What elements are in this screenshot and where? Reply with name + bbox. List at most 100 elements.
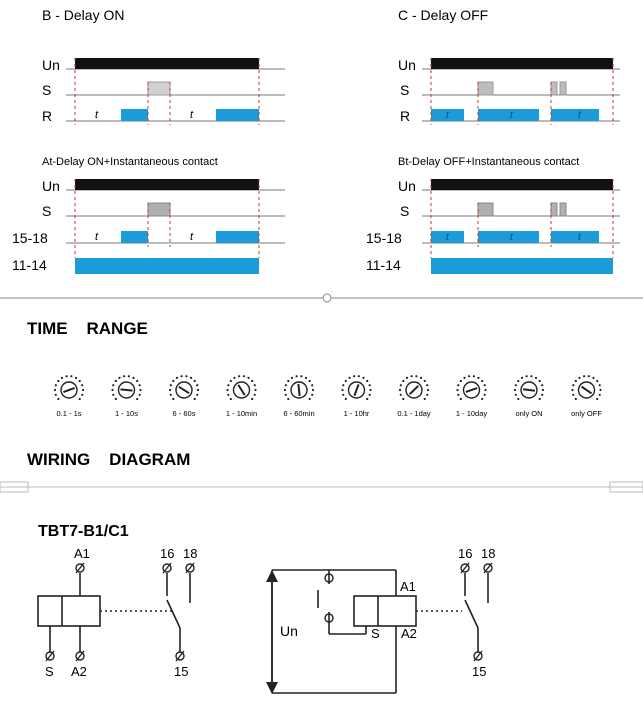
dial-tick (477, 376, 480, 379)
s-pulse (559, 81, 567, 96)
r-output (551, 109, 599, 121)
dial-tick (541, 384, 544, 387)
terminal-s: S (371, 626, 380, 641)
dial-tick (514, 384, 517, 387)
arrow-down-icon (266, 682, 278, 694)
dial-tick (81, 384, 84, 387)
dial-tick (423, 397, 426, 401)
dial-pointer (237, 384, 246, 396)
un-bar (431, 179, 613, 190)
dial-tick (196, 388, 200, 392)
dial-tick (290, 376, 294, 379)
dial-pointer (580, 385, 593, 395)
dial-tick (405, 376, 409, 379)
range-dial-label: only ON (515, 409, 542, 418)
un-bar (75, 179, 259, 190)
dial-tick (227, 384, 230, 387)
dial-tick (132, 376, 135, 379)
terminal (460, 563, 470, 573)
time-range-heading: TIME RANGE (27, 319, 148, 338)
dial-tick (112, 393, 115, 396)
dial-tick (308, 397, 311, 401)
label-15-18: 15-18 (366, 230, 402, 246)
dial-tick (284, 393, 287, 396)
dial-tick (311, 393, 314, 396)
label-15-18: 15-18 (12, 230, 48, 246)
terminal (45, 651, 55, 661)
dial-tick (111, 388, 114, 392)
dial-tick (180, 375, 183, 378)
dial-tick (457, 384, 460, 387)
dial-tick (463, 376, 466, 379)
dial-tick (54, 384, 57, 387)
bt-title: Bt-Delay OFF+Instantaneous contact (398, 156, 579, 168)
dial-tick (362, 376, 365, 379)
dial-tick (70, 375, 73, 378)
dial-tick (81, 388, 85, 392)
arrow-up-icon (266, 570, 278, 582)
dial-tick (520, 376, 524, 379)
range-dial: 6 - 60s (168, 375, 200, 418)
dial-tick (114, 379, 117, 383)
range-dial-label: 6 - 60s (173, 409, 196, 418)
dial-tick (254, 388, 257, 392)
dial-tick (229, 379, 232, 383)
dial-tick (574, 397, 577, 401)
dial-tick (169, 393, 172, 396)
r-output (216, 109, 259, 121)
terminal-18: 18 (183, 546, 197, 561)
dial-tick (196, 393, 199, 396)
dial-tick (402, 379, 405, 383)
terminal-a2: A2 (71, 664, 87, 679)
dial-tick (353, 375, 356, 378)
dial-tick (57, 379, 60, 383)
dial-tick (366, 379, 369, 383)
terminal (473, 651, 483, 661)
range-dial: only OFF (571, 375, 602, 418)
dial-tick (74, 376, 78, 379)
dial-tick (572, 393, 575, 396)
t-delay-label: t (190, 109, 194, 121)
dial-tick (253, 393, 256, 396)
panel-bt: Un S 15-18 11-14 t t t (366, 178, 620, 274)
terminal (324, 573, 334, 583)
range-dial: only ON (513, 375, 545, 418)
dial-tick (592, 376, 595, 379)
range-dial: 0.1 - 1s (53, 375, 85, 418)
terminal-a1: A1 (74, 546, 90, 561)
range-dial: 1 - 10day (456, 375, 488, 418)
r-output (121, 109, 148, 121)
output-15-18 (551, 231, 599, 243)
t-delay-label: t (578, 110, 582, 121)
r-output (431, 109, 464, 121)
dial-tick (399, 393, 402, 396)
panel-c-delay-off: Un S R t t t (398, 57, 620, 125)
label-s: S (400, 203, 409, 219)
dial-tick (233, 376, 236, 379)
terminal (483, 563, 493, 573)
range-dial-label: 0.1 - 1s (56, 409, 81, 418)
relay-coil-box (353, 595, 417, 627)
dial-tick (572, 384, 575, 387)
timing-section: B - Delay ON C - Delay OFF At-Delay ON+I… (12, 7, 620, 274)
dial-tick (481, 397, 484, 401)
range-dial-label: 1 - 10s (115, 409, 138, 418)
terminal-a2: A2 (401, 626, 417, 641)
dial-tick (65, 375, 68, 378)
dial-tick (459, 397, 462, 401)
dial-tick (456, 388, 459, 392)
dial-tick (598, 384, 601, 387)
range-dial-label: 1 - 10day (456, 409, 488, 418)
dial-tick (481, 379, 484, 383)
s-pulse (559, 202, 567, 217)
dial-tick (596, 379, 599, 383)
terminal (324, 613, 334, 623)
relay-symbol (37, 573, 191, 652)
dial-tick (587, 375, 591, 378)
t-delay-label: t (578, 232, 582, 243)
dial-tick (598, 393, 601, 396)
dial-tick (311, 388, 315, 392)
range-dial: 1 - 10min (226, 375, 257, 418)
at-title: At-Delay ON+Instantaneous contact (42, 156, 218, 168)
label-r: R (400, 108, 410, 124)
